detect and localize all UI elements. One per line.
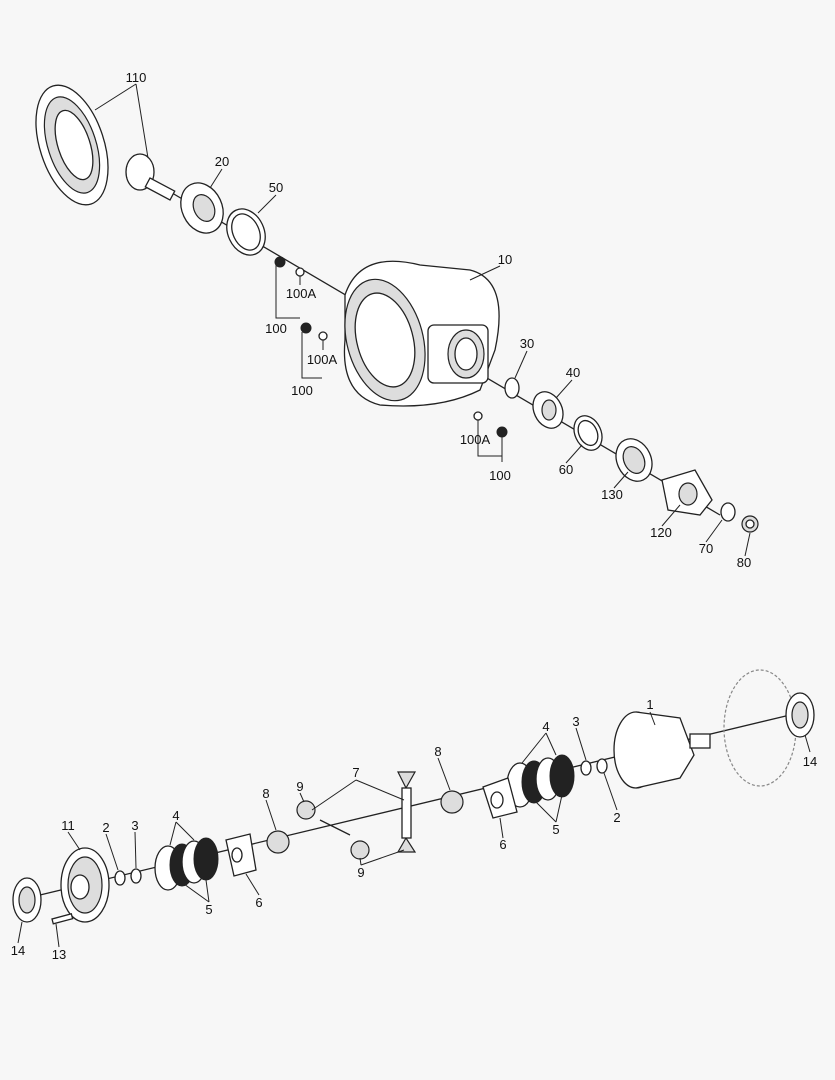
bottom-callout-labels: 1 14 3 4 8 7 9 2 5 6 8 9 11 2 3 4 5 6 14… (11, 697, 817, 962)
callout-9: 9 (357, 865, 364, 880)
part-80-nut (741, 515, 759, 533)
callout-100A: 100A (460, 432, 491, 447)
part-50-shim (226, 208, 266, 256)
part-11-flange-case (60, 847, 110, 923)
part-9-pinion-gear (296, 771, 417, 860)
part-70-washer (720, 502, 736, 522)
part-2-washer (114, 758, 608, 886)
callout-30: 30 (520, 336, 534, 351)
part-3-washer (130, 760, 592, 884)
callout-130: 130 (601, 487, 623, 502)
part-30-seal (504, 377, 520, 399)
callout-100: 100 (265, 321, 287, 336)
callout-8: 8 (262, 786, 269, 801)
callout-3: 3 (572, 714, 579, 729)
callout-6: 6 (255, 895, 262, 910)
callout-5: 5 (552, 822, 559, 837)
bottom-assembly: 1 14 3 4 8 7 9 2 5 6 8 9 11 2 3 4 5 6 14… (11, 669, 817, 962)
part-14-bearing-left (12, 877, 42, 923)
callout-9: 9 (296, 779, 303, 794)
callout-50: 50 (269, 180, 283, 195)
part-120-yoke (661, 469, 713, 516)
part-40-bearing (532, 391, 564, 429)
part-60-shim (573, 415, 603, 451)
callout-1: 1 (646, 697, 653, 712)
callout-100A: 100A (307, 352, 338, 367)
callout-2: 2 (613, 810, 620, 825)
callout-2: 2 (102, 820, 109, 835)
part-7-spider-shaft (319, 787, 412, 839)
callout-40: 40 (566, 365, 580, 380)
callout-100A: 100A (286, 286, 317, 301)
callout-14: 14 (803, 754, 817, 769)
part-4-5-clutch-discs (154, 754, 575, 891)
callout-7: 7 (352, 765, 359, 780)
callout-100: 100 (489, 468, 511, 483)
callout-11: 11 (61, 818, 75, 833)
part-20-bearing (180, 182, 224, 234)
leader-lines (94, 83, 751, 557)
callout-6: 6 (499, 837, 506, 852)
part-6-pressure-ring (225, 777, 518, 877)
callout-10: 10 (498, 252, 512, 267)
callout-110: 110 (126, 70, 147, 85)
callout-8: 8 (434, 744, 441, 759)
callout-20: 20 (215, 154, 229, 169)
part-10-housing (343, 260, 500, 407)
callout-13: 13 (52, 947, 66, 962)
part-14-bearing-right (785, 692, 815, 738)
callout-5: 5 (205, 902, 212, 917)
callout-4: 4 (172, 808, 179, 823)
callout-100: 100 (291, 383, 313, 398)
part-13-bolt (51, 913, 74, 925)
callout-80: 80 (737, 555, 751, 570)
part-110-ring-gear-pinion (35, 84, 176, 206)
part-8-side-gear (266, 790, 464, 854)
part-1-diff-case (613, 711, 711, 789)
callout-14: 14 (11, 943, 25, 958)
callout-4: 4 (542, 719, 549, 734)
callout-120: 120 (650, 525, 672, 540)
callout-60: 60 (559, 462, 573, 477)
top-assembly: 110 20 50 10 100A 100 100A 100 30 40 100… (35, 70, 759, 570)
part-100-plugs (274, 256, 508, 438)
top-callout-labels: 110 20 50 10 100A 100 100A 100 30 40 100… (126, 70, 752, 570)
leader-lines (17, 711, 811, 948)
callout-70: 70 (699, 541, 713, 556)
callout-3: 3 (131, 818, 138, 833)
part-130-seal (615, 438, 653, 482)
